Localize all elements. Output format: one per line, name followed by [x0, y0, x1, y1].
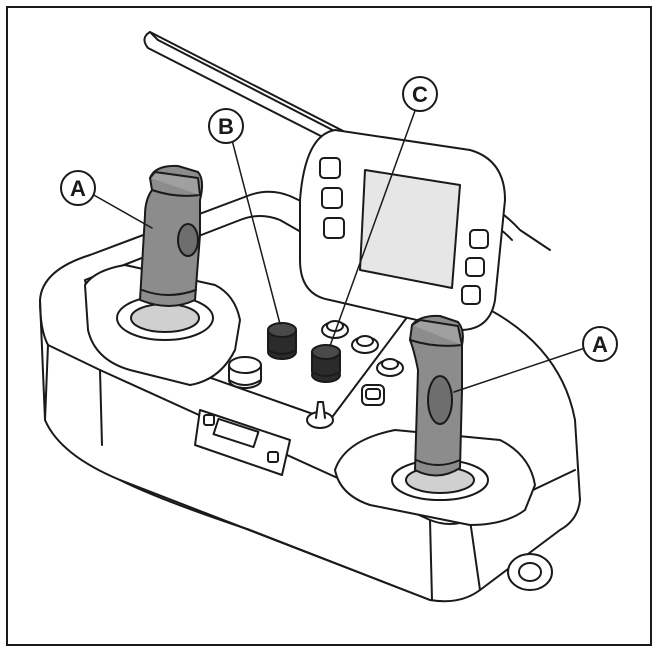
- leader-lines: [91, 107, 586, 393]
- right-joystick[interactable]: [409, 314, 464, 477]
- status-led-left: [203, 414, 215, 426]
- callout-circle-a-right: [582, 326, 618, 362]
- callout-label-a-right: A: [592, 332, 608, 357]
- callout-circle-a-left: [60, 170, 96, 206]
- left-joystick-base: [84, 264, 241, 386]
- push-button-3[interactable]: [376, 358, 404, 377]
- display-button-5[interactable]: [465, 257, 485, 277]
- display-panel: [299, 129, 506, 331]
- leader-line-a-left: [91, 193, 153, 229]
- display-button-2[interactable]: [321, 187, 343, 209]
- display-button-1[interactable]: [319, 157, 341, 179]
- leader-line-a-right: [453, 347, 586, 393]
- square-button[interactable]: [361, 384, 385, 406]
- display-button-4[interactable]: [469, 229, 489, 249]
- leader-line-b: [231, 139, 281, 325]
- status-led-right: [267, 451, 279, 463]
- left-joystick[interactable]: [139, 164, 204, 307]
- toggle-switch[interactable]: [306, 401, 334, 429]
- callout-label-a-left: A: [70, 176, 86, 201]
- control-knob-b[interactable]: [267, 322, 297, 360]
- callout-circle-b: [208, 108, 244, 144]
- status-display: [212, 417, 260, 449]
- callout-label-b: B: [218, 114, 234, 139]
- display-button-6[interactable]: [461, 285, 481, 305]
- right-joystick-base: [334, 429, 536, 526]
- display-button-3[interactable]: [323, 217, 345, 239]
- push-button-2[interactable]: [351, 335, 379, 354]
- callout-circle-c: [402, 76, 438, 112]
- rotary-knob[interactable]: [228, 356, 262, 389]
- callout-label-c: C: [412, 82, 428, 107]
- push-button-1[interactable]: [321, 320, 349, 339]
- rear-connector: [507, 553, 553, 591]
- status-panel: [194, 409, 291, 476]
- leader-line-c: [329, 107, 417, 347]
- control-knob-c[interactable]: [311, 344, 341, 383]
